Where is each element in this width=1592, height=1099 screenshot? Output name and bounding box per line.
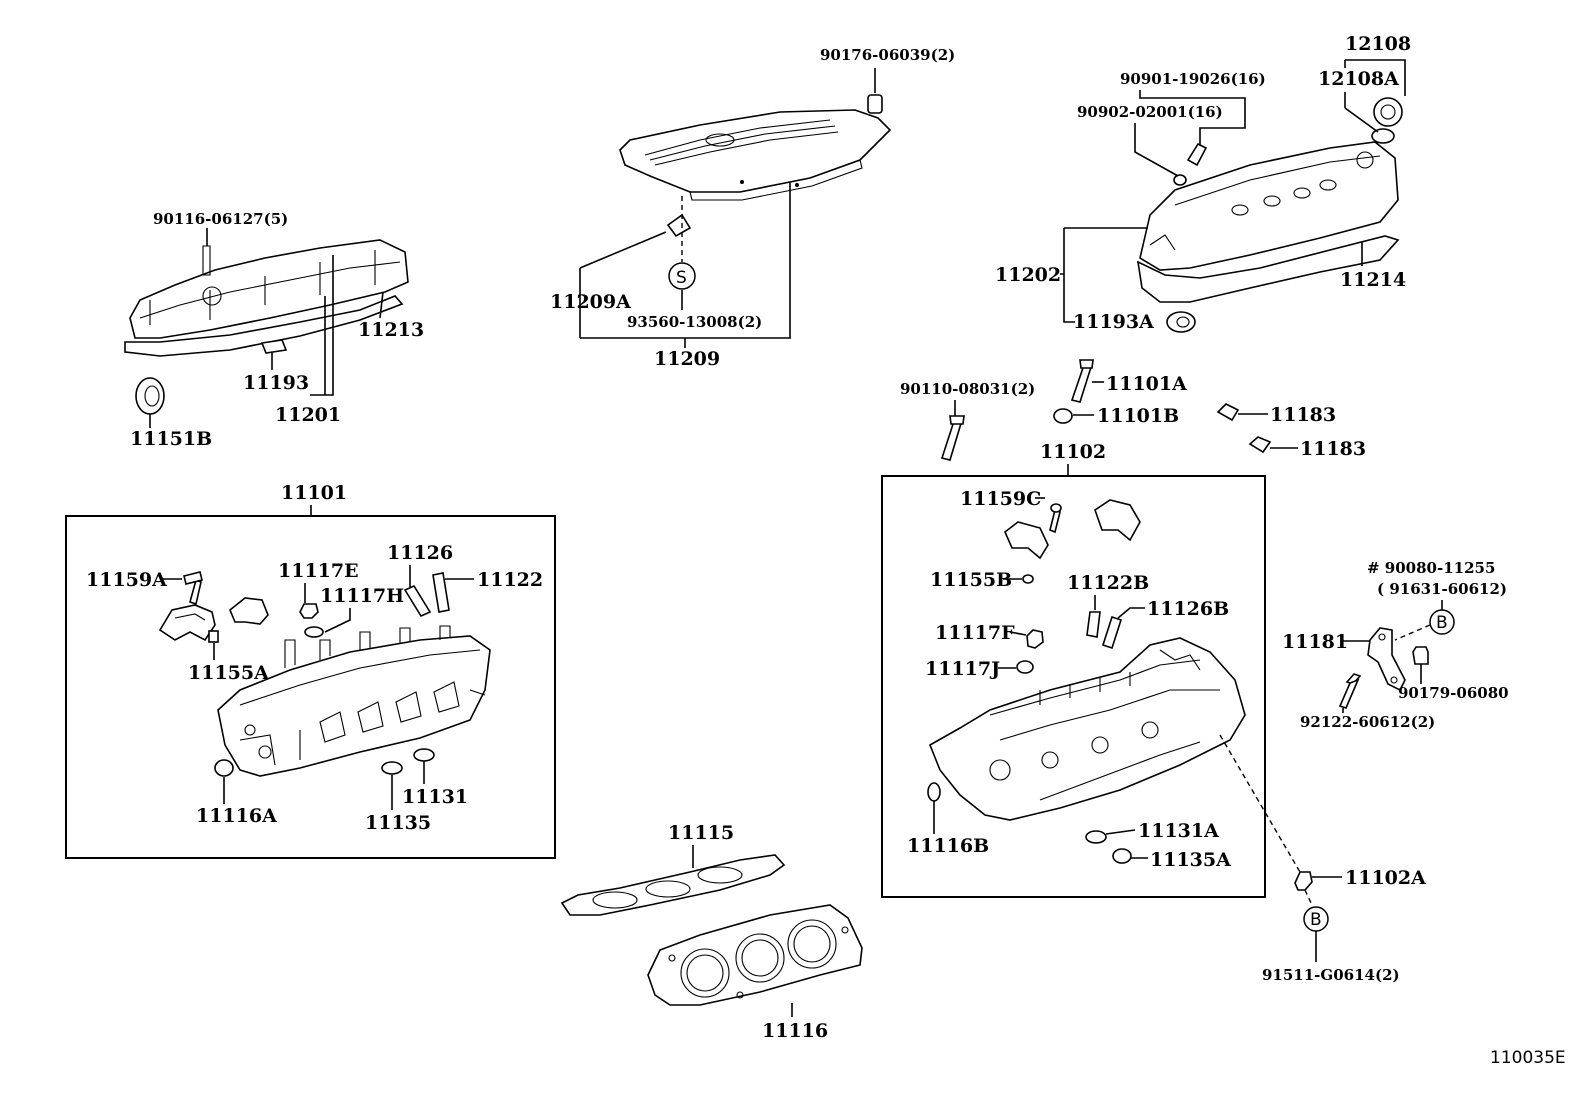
label-11116a: 11116A: [196, 805, 277, 827]
bracket-11181: [1338, 627, 1429, 709]
label-11116: 11116: [762, 1020, 828, 1042]
label-93560-13008: 93560-13008(2): [627, 313, 762, 331]
label-11213: 11213: [358, 319, 424, 341]
diagram-id: 110035E: [1490, 1048, 1566, 1068]
label-11126: 11126: [387, 542, 453, 564]
label-12108: 12108: [1345, 33, 1411, 55]
label-11155b: 11155B: [930, 569, 1012, 591]
label-11202: 11202: [995, 264, 1061, 286]
label-11131: 11131: [402, 786, 468, 808]
label-11116b: 11116B: [907, 835, 989, 857]
label-11209: 11209: [654, 348, 720, 370]
label-11101b: 11101B: [1097, 405, 1179, 427]
label-90080-11255: # 90080-11255: [1367, 559, 1495, 577]
marker-b-upper: [1429, 609, 1455, 635]
label-90902-02001: 90902-02001(16): [1077, 103, 1223, 121]
label-11193: 11193: [243, 372, 309, 394]
label-11131a: 11131A: [1138, 820, 1219, 842]
gasket-11115: [560, 854, 786, 916]
bolts-and-plugs: [940, 359, 1272, 461]
label-11159a: 11159A: [86, 569, 167, 591]
label-90901-19026: 90901-19026(16): [1120, 70, 1266, 88]
label-11181: 11181: [1282, 631, 1348, 653]
label-11135a: 11135A: [1150, 849, 1231, 871]
marker-s: [668, 262, 696, 290]
label-11117h: 11117H: [320, 585, 404, 607]
label-12108a: 12108A: [1318, 68, 1399, 90]
label-91511-g0614: 91511-G0614(2): [1262, 966, 1400, 984]
label-92122-60612: 92122-60612(2): [1300, 713, 1435, 731]
label-11159c: 11159C: [960, 488, 1041, 510]
label-11214: 11214: [1340, 269, 1406, 291]
label-11101a: 11101A: [1106, 373, 1187, 395]
label-11183-b: 11183: [1300, 438, 1366, 460]
label-11102: 11102: [1040, 441, 1106, 463]
label-11115: 11115: [668, 822, 734, 844]
label-11155a: 11155A: [188, 662, 269, 684]
label-11117j: 11117J: [925, 658, 1000, 680]
label-11209a: 11209A: [550, 291, 631, 313]
label-90116-06127: 90116-06127(5): [153, 210, 288, 228]
valve-cover-right: [1136, 97, 1403, 333]
marker-b-upper-text: B: [1436, 613, 1448, 633]
label-91631-60612: ( 91631-60612): [1377, 580, 1507, 598]
label-90110-08031: 90110-08031(2): [900, 380, 1035, 398]
label-90179-06080: 90179-06080: [1398, 684, 1509, 702]
label-11151b: 11151B: [130, 428, 212, 450]
label-11135: 11135: [365, 812, 431, 834]
marker-b-lower-text: B: [1310, 910, 1322, 930]
label-11183-a: 11183: [1270, 404, 1336, 426]
cylinder-head-right: [927, 499, 1313, 891]
cylinder-head-left: [158, 571, 491, 777]
cylinder-head-right-box: [881, 475, 1266, 898]
label-11122: 11122: [477, 569, 543, 591]
engine-cover: [619, 94, 892, 238]
label-90176-06039: 90176-06039(2): [820, 46, 955, 64]
label-11201: 11201: [275, 404, 341, 426]
label-11126b: 11126B: [1147, 598, 1229, 620]
label-11193a: 11193A: [1073, 311, 1154, 333]
label-11117f: 11117F: [935, 622, 1015, 644]
label-11102a: 11102A: [1345, 867, 1426, 889]
label-11101: 11101: [281, 482, 347, 504]
cylinder-head-left-box: [65, 515, 556, 859]
gasket-11116: [647, 904, 863, 1006]
label-11122b: 11122B: [1067, 572, 1149, 594]
label-11117e: 11117E: [278, 560, 359, 582]
marker-s-text: S: [676, 268, 687, 288]
